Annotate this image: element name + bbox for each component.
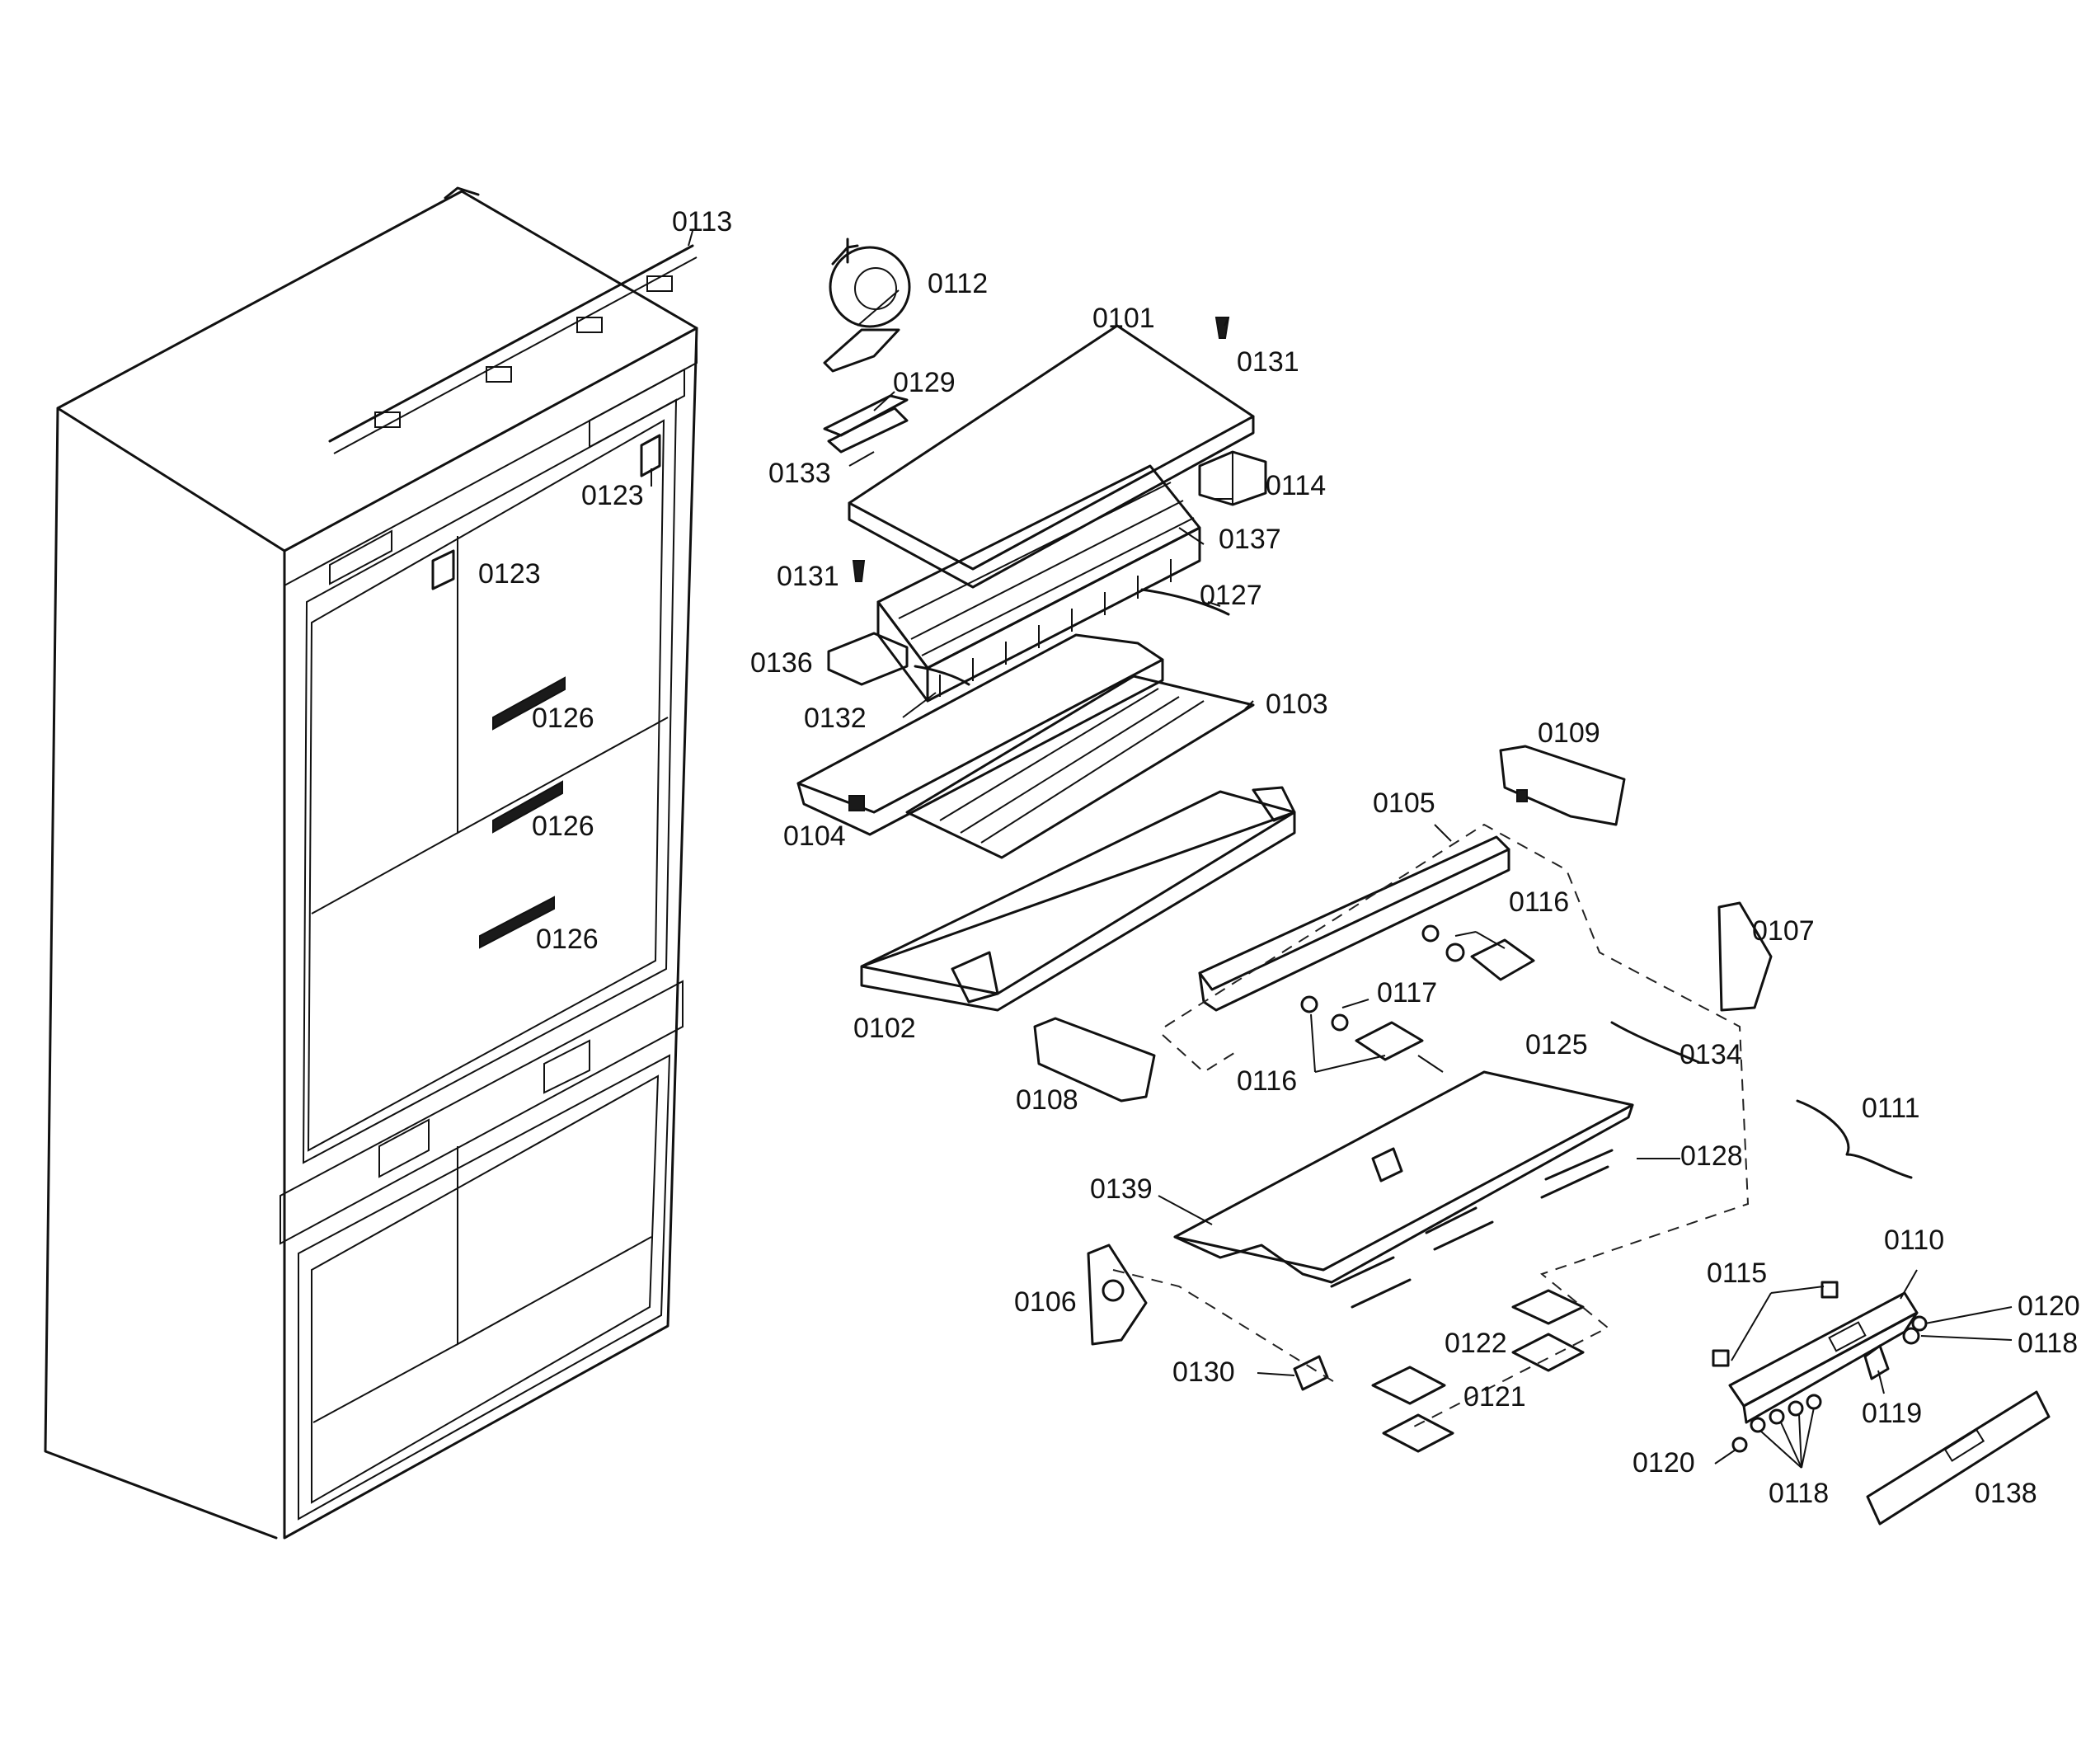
drip-tray-0103 [905, 675, 1255, 859]
label-0134: 0134 [1680, 1039, 1742, 1070]
sensor-0134 [1610, 1021, 1700, 1064]
label-0126-2: 0126 [532, 811, 594, 842]
label-0117: 0117 [1377, 977, 1437, 1008]
part-labels: 0113 0112 0101 0131 0129 0133 0114 0123 … [478, 206, 2080, 1509]
pad-0121-a [1371, 1366, 1446, 1405]
label-0130: 0130 [1172, 1356, 1235, 1388]
lamp-0116-upper [1421, 924, 1535, 981]
button-0120-left [1731, 1436, 1748, 1453]
label-0125: 0125 [1525, 1029, 1588, 1060]
label-0102: 0102 [853, 1013, 916, 1044]
label-0126-1: 0126 [532, 703, 594, 734]
label-0123-upper: 0123 [581, 480, 644, 511]
label-0123-lower: 0123 [478, 558, 541, 590]
label-0132: 0132 [804, 703, 867, 734]
label-0127: 0127 [1200, 580, 1262, 611]
refrigerator-cabinet [44, 186, 698, 1540]
label-0119: 0119 [1862, 1398, 1922, 1429]
bracket-0108 [1033, 1017, 1156, 1103]
rail-0105 [1198, 835, 1510, 1012]
lamp-0117 [1445, 943, 1465, 962]
label-0136: 0136 [750, 647, 813, 679]
label-0129: 0129 [893, 367, 956, 398]
handle-0129 [823, 394, 909, 454]
label-0128: 0128 [1680, 1140, 1743, 1172]
label-0118-lower: 0118 [1769, 1478, 1829, 1509]
shelf-support-3 [479, 896, 555, 949]
button-0115-top [1820, 1281, 1839, 1299]
bracket-0109 [1499, 745, 1626, 826]
label-0138: 0138 [1975, 1478, 2037, 1509]
knob-0119 [1863, 1344, 1890, 1380]
fan-0112 [823, 237, 911, 373]
pad-0122-b [1511, 1333, 1585, 1372]
label-0116-lower: 0116 [1237, 1065, 1297, 1097]
sensor-0132 [914, 665, 970, 686]
lamp-0116-lower [1300, 995, 1424, 1061]
label-0112: 0112 [928, 268, 988, 299]
cover-plate-0101 [848, 324, 1255, 589]
label-0114: 0114 [1266, 470, 1326, 501]
clip-0123-lower [431, 549, 455, 590]
housing-0125 [1173, 1070, 1634, 1284]
label-0131-left: 0131 [777, 561, 839, 592]
label-0106: 0106 [1014, 1286, 1077, 1318]
clip-0130 [1293, 1355, 1329, 1391]
button-0115-left [1712, 1349, 1730, 1367]
screw-0131-left [852, 560, 866, 582]
shelf-support-2 [492, 780, 563, 834]
label-0137: 0137 [1219, 524, 1281, 555]
overlay-0138 [1866, 1390, 2051, 1526]
pad-0122-a [1511, 1289, 1585, 1325]
bracket-0114 [1198, 450, 1267, 506]
shelf-support-1 [492, 676, 566, 731]
label-0120-left: 0120 [1633, 1447, 1695, 1479]
bracket-0106 [1087, 1244, 1148, 1346]
label-0113: 0113 [672, 206, 732, 237]
label-0107: 0107 [1752, 915, 1815, 947]
label-0108: 0108 [1016, 1084, 1078, 1116]
label-0122: 0122 [1445, 1328, 1507, 1359]
evaporator-0137 [876, 464, 1201, 703]
drain-trough-0104 [796, 633, 1164, 836]
label-0115: 0115 [1707, 1258, 1767, 1289]
label-0116-upper: 0116 [1509, 886, 1569, 918]
pad-0121-b [1382, 1413, 1454, 1453]
button-0120-right [1911, 1315, 1928, 1332]
label-0110: 0110 [1884, 1225, 1944, 1256]
label-0133: 0133 [768, 458, 831, 489]
label-0104: 0104 [783, 820, 846, 852]
label-0101: 0101 [1092, 303, 1155, 334]
label-0109: 0109 [1538, 717, 1600, 749]
sensor-0127 [1140, 588, 1230, 616]
label-0139: 0139 [1090, 1173, 1153, 1205]
button-0118-right [1902, 1327, 1920, 1345]
label-0118-right: 0118 [2018, 1328, 2078, 1359]
wire-0111 [1796, 1099, 1913, 1179]
label-0121: 0121 [1463, 1381, 1526, 1413]
gasket-0128 [1330, 1149, 1614, 1309]
channel-0102 [860, 786, 1296, 1012]
leader-lines [651, 230, 2013, 1469]
label-0120-right: 0120 [2018, 1291, 2080, 1322]
label-0126-3: 0126 [536, 924, 599, 955]
label-0103: 0103 [1266, 689, 1328, 720]
label-0105: 0105 [1373, 788, 1435, 819]
bracket-0107 [1717, 901, 1773, 1012]
label-0131-top: 0131 [1237, 346, 1299, 378]
label-0111: 0111 [1862, 1093, 1920, 1124]
clip-0123-upper [640, 434, 661, 477]
clip-0136 [827, 632, 909, 686]
